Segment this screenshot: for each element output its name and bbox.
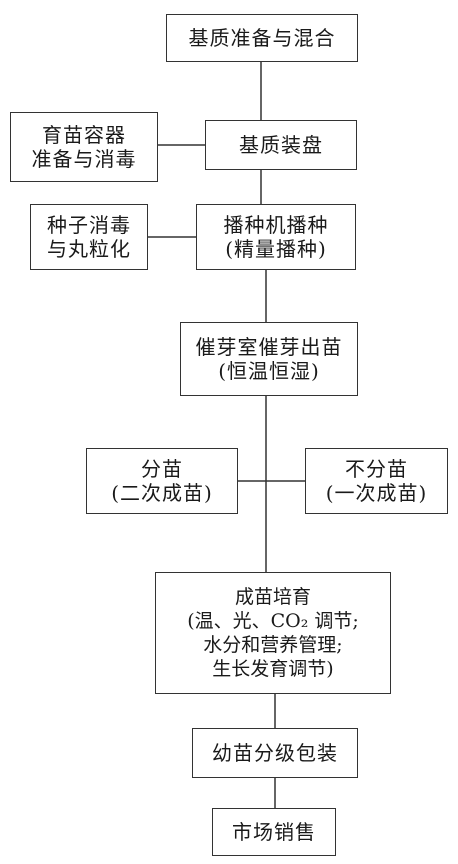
node-mix: 基质准备与混合 [166,14,358,62]
node-cultivation-line-1: 成苗培育 [234,586,311,608]
node-seed-line-1: 种子消毒 [47,213,131,237]
node-sowing-line-2: (精量播种) [225,237,327,261]
node-cultivation-line-3: 水分和营养管理; [203,634,343,656]
node-germination-line-2: (恒温恒湿) [218,359,320,383]
node-tray: 基质装盘 [205,120,357,170]
node-market-line-1: 市场销售 [232,820,316,844]
node-sowing-line-1: 播种机播种 [223,213,329,237]
node-tray-line-1: 基质装盘 [239,133,323,157]
node-nosplit-line-1: 不分苗 [345,457,408,481]
node-container: 育苗容器 准备与消毒 [10,112,158,182]
node-germination: 催芽室催芽出苗 (恒温恒湿) [180,322,358,396]
node-nosplit: 不分苗 (一次成苗) [305,448,448,514]
node-market: 市场销售 [212,808,336,856]
node-germination-line-1: 催芽室催芽出苗 [195,335,343,359]
node-split-line-1: 分苗 [141,457,183,481]
node-split: 分苗 (二次成苗) [86,448,238,514]
node-cultivation-line-2: (温、光、CO₂ 调节; [187,610,359,632]
node-container-line-2: 准备与消毒 [31,147,137,171]
node-cultivation-line-4: 生长发育调节) [212,658,334,680]
node-seed-line-2: 与丸粒化 [47,237,131,261]
node-mix-line-1: 基质准备与混合 [188,26,336,50]
node-cultivation: 成苗培育 (温、光、CO₂ 调节; 水分和营养管理; 生长发育调节) [155,572,391,694]
node-seed: 种子消毒 与丸粒化 [30,204,148,270]
node-sowing: 播种机播种 (精量播种) [196,204,356,270]
node-grading: 幼苗分级包装 [192,728,358,778]
node-grading-line-1: 幼苗分级包装 [212,741,338,765]
node-split-line-2: (二次成苗) [111,481,213,505]
node-container-line-1: 育苗容器 [42,123,126,147]
node-nosplit-line-2: (一次成苗) [325,481,428,505]
